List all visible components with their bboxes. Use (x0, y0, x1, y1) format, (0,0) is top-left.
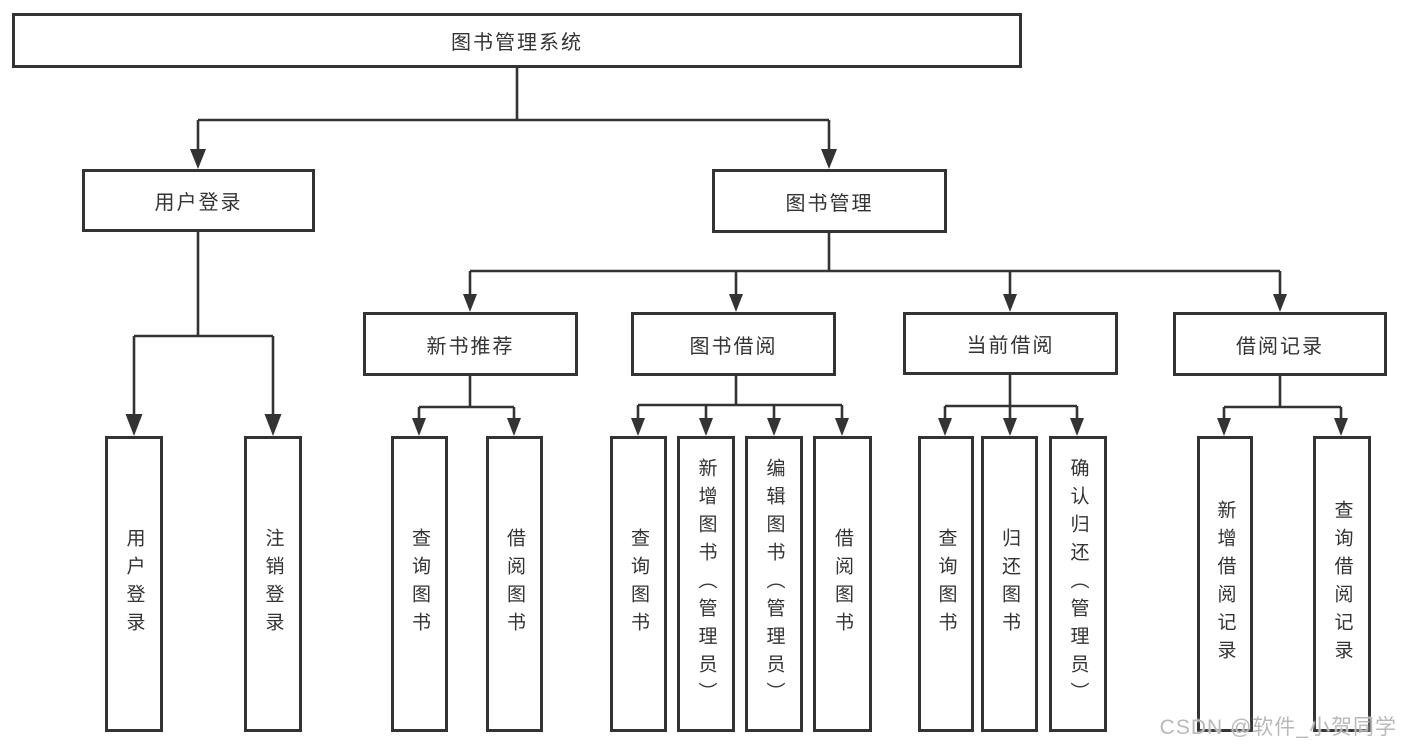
arrow-down-icon (463, 294, 477, 312)
arrow-down-icon (264, 414, 282, 436)
arrow-down-icon (1003, 418, 1017, 436)
leaf-cb-query-books-label: 查询图书 (935, 528, 957, 640)
arrow-down-icon (631, 418, 645, 436)
leaf-br-add-record: 新增借阅记录 (1197, 436, 1253, 732)
arrow-down-icon (125, 414, 143, 436)
leaf-bb-query-books-label: 查询图书 (628, 528, 649, 640)
arrow-down-icon (507, 418, 521, 436)
arrow-down-icon (1273, 294, 1287, 312)
leaf-nb-query-books: 查询图书 (391, 436, 448, 732)
leaf-bb-edit-book-admin-label: 编辑图书（管理员） (763, 458, 785, 710)
leaf-bb-add-book-admin-label: 新增图书（管理员） (695, 458, 717, 710)
arrow-down-icon (1217, 418, 1231, 436)
node-root-label: 图书管理系统 (451, 32, 583, 54)
node-new-book-recommend: 新书推荐 (363, 312, 578, 376)
node-borrow-records: 借阅记录 (1173, 312, 1387, 376)
leaf-nb-borrow-books-label: 借阅图书 (504, 528, 525, 640)
arrow-down-icon (1003, 294, 1017, 312)
leaf-cb-return-books-label: 归还图书 (999, 528, 1020, 640)
node-current-borrow: 当前借阅 (903, 312, 1118, 375)
arrow-down-icon (835, 418, 849, 436)
arrow-down-icon (767, 418, 781, 436)
arrow-down-icon (729, 294, 743, 312)
leaf-bb-add-book-admin: 新增图书（管理员） (677, 436, 735, 732)
node-borrow-records-label: 借阅记录 (1236, 335, 1324, 358)
arrow-down-icon (190, 149, 206, 169)
node-user-login: 用户登录 (82, 169, 315, 232)
node-current-borrow-label: 当前借阅 (966, 335, 1055, 357)
arrow-down-icon (1334, 418, 1348, 436)
leaf-bb-query-books: 查询图书 (610, 436, 667, 732)
node-user-login-label: 用户登录 (154, 192, 243, 214)
leaf-nb-query-books-label: 查询图书 (409, 528, 430, 640)
arrow-down-icon (1070, 418, 1084, 436)
leaf-br-query-record-label: 查询借阅记录 (1331, 500, 1353, 668)
leaf-user-login-label: 用户登录 (123, 528, 145, 640)
arrow-down-icon (412, 418, 426, 436)
leaf-br-query-record: 查询借阅记录 (1313, 436, 1371, 732)
node-book-borrow: 图书借阅 (631, 312, 836, 376)
node-book-management-label: 图书管理 (785, 192, 874, 215)
leaf-cb-return-books: 归还图书 (981, 436, 1038, 732)
leaf-cb-confirm-return-admin: 确认归还（管理员） (1049, 436, 1107, 732)
leaf-bb-borrow-books-label: 借阅图书 (832, 528, 853, 640)
node-book-management: 图书管理 (712, 169, 947, 233)
csdn-watermark: CSDN @软件_小贺同学 (1159, 716, 1397, 739)
leaf-cb-query-books: 查询图书 (918, 436, 974, 732)
leaf-br-add-record-label: 新增借阅记录 (1214, 500, 1236, 668)
leaf-nb-borrow-books: 借阅图书 (486, 436, 543, 732)
leaf-cb-confirm-return-admin-label: 确认归还（管理员） (1067, 458, 1089, 710)
arrow-down-icon (699, 418, 713, 436)
node-book-borrow-label: 图书借阅 (689, 335, 778, 358)
leaf-user-login: 用户登录 (105, 436, 163, 732)
arrow-down-icon (938, 418, 952, 436)
leaf-bb-edit-book-admin: 编辑图书（管理员） (745, 436, 803, 732)
node-root: 图书管理系统 (12, 13, 1022, 68)
node-new-book-recommend-label: 新书推荐 (426, 335, 515, 358)
arrow-down-icon (821, 149, 837, 169)
leaf-bb-borrow-books: 借阅图书 (813, 436, 872, 732)
leaf-logout: 注销登录 (244, 436, 302, 732)
leaf-logout-label: 注销登录 (262, 528, 284, 640)
